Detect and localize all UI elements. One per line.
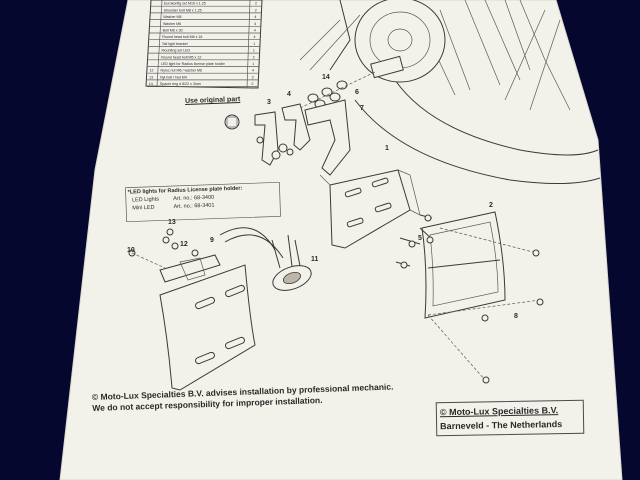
table-row-quantity: 2 xyxy=(253,55,255,59)
table-row-quantity: 4 xyxy=(254,29,256,33)
mounting-brackets xyxy=(224,99,351,176)
table-row-description: Shoulder bolt M8 x 1.25 xyxy=(164,8,202,12)
table-row-description: Tail light bracket xyxy=(162,42,188,46)
table-row-quantity: 4 xyxy=(254,35,256,39)
callout-4: 4 xyxy=(287,91,291,98)
callout-3: 3 xyxy=(267,99,271,106)
callout-12: 12 xyxy=(180,241,188,248)
table-row-description: Washer M6 xyxy=(163,22,181,26)
table-row-number: 12 xyxy=(150,69,154,73)
license-plate-frame xyxy=(421,211,544,384)
table-row-quantity: 4 xyxy=(254,22,256,26)
table-row-description: Washer M8 xyxy=(163,15,181,19)
license-plate-small xyxy=(128,228,256,391)
table-row-description: Eurokonfig set M10 x 1.25 xyxy=(164,2,206,6)
led-line2-value: Art. no.: 68-3401 xyxy=(173,202,215,211)
company-location: Barneveld - The Netherlands xyxy=(440,419,563,432)
company-box: © Moto-Lux Specialties B.V. Barneveld - … xyxy=(435,399,585,437)
table-row-description: LED light for Radius license plate holde… xyxy=(161,62,226,66)
table-row-description: Mounting set LED xyxy=(162,49,191,53)
callout-10: 10 xyxy=(127,247,135,254)
callout-2: 2 xyxy=(489,202,493,209)
table-row-description: Nyloc nut M6 / washer M6 xyxy=(161,69,203,73)
license-plate-main xyxy=(319,169,421,249)
table-row-description: Nyl bolt / Nut M4 xyxy=(160,75,187,79)
table-row-quantity: 4 xyxy=(252,69,254,73)
table-row-quantity: 1 xyxy=(253,42,255,46)
table-row-quantity: 4 xyxy=(254,15,256,19)
table-row-quantity: 1 xyxy=(253,49,255,53)
table-row-description: Round head bolt M5 x 12 xyxy=(161,55,201,59)
led-light xyxy=(219,227,312,291)
table-row-number: 14 xyxy=(149,82,153,86)
table-row-description: Round head bolt M6 x 16 xyxy=(162,35,202,39)
table-row-description: Spacer ring d 8/22 x 3mm xyxy=(160,82,201,86)
table-row-quantity: 2 xyxy=(251,82,253,86)
led-info-box xyxy=(125,181,281,223)
rear-wheel-drawing xyxy=(299,0,601,185)
callout-6: 6 xyxy=(355,89,359,96)
bolts-set xyxy=(395,214,434,269)
callout-11: 11 xyxy=(311,256,319,263)
callout-1: 1 xyxy=(385,145,389,152)
callout-8: 8 xyxy=(514,313,518,320)
led-line2-label: Mini LED xyxy=(132,204,155,212)
callout-9: 9 xyxy=(210,237,214,244)
callout-13: 13 xyxy=(168,219,176,226)
table-row-quantity: 1 xyxy=(252,62,254,66)
callout-5: 5 xyxy=(418,235,422,242)
table-row-number: 13 xyxy=(149,75,153,79)
table-row-quantity: 2 xyxy=(255,2,257,6)
table-row-quantity: 2 xyxy=(252,75,254,79)
table-row-quantity: 2 xyxy=(255,8,257,12)
table-row-description: Bolt M6 x 30 xyxy=(163,29,183,33)
callout-14: 14 xyxy=(322,74,330,81)
callout-7: 7 xyxy=(360,105,364,112)
